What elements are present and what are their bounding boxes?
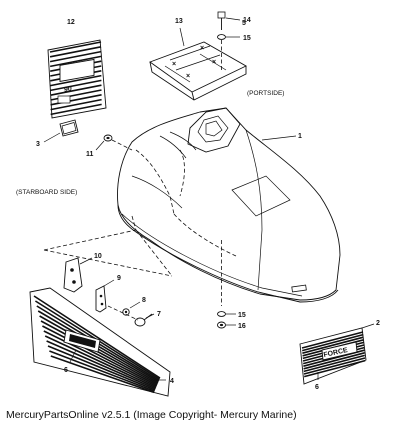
- decal-stripe: [303, 357, 366, 375]
- clip-9: [95, 279, 115, 313]
- callout-12: 12: [67, 19, 75, 26]
- callout-15-top: 15: [243, 35, 251, 42]
- label-portside: (PORTSIDE): [247, 90, 284, 97]
- decal-4: [29, 287, 171, 397]
- callout-2: 2: [376, 320, 380, 327]
- callout-7: 7: [157, 311, 161, 318]
- callout-11: 11: [86, 151, 94, 158]
- callout-14: 14: [243, 17, 251, 24]
- decal-stripe: [49, 350, 155, 392]
- bracket-10: [63, 257, 93, 293]
- decal-stripe: [302, 336, 364, 354]
- decal-stripe: [303, 359, 366, 378]
- decal-stripe: [49, 50, 102, 63]
- decal-stripe: [46, 340, 156, 390]
- decal-stripe: [40, 320, 158, 385]
- callout-15-bottom: 15: [238, 312, 246, 319]
- decal-stripe: [43, 330, 157, 388]
- decal-stripe: [50, 84, 102, 96]
- decal-2: FORCE: [299, 323, 375, 385]
- callout-8: 8: [142, 297, 146, 304]
- decal-stripe: [47, 345, 156, 391]
- plate-3: [43, 119, 79, 143]
- decal-12: 90: [47, 39, 107, 119]
- decal-stripe: [49, 55, 102, 68]
- callout-5: 5: [242, 20, 246, 27]
- decal-12-text: 90: [64, 86, 72, 94]
- decal-stripe: [301, 331, 364, 349]
- washer-15-bottom: [217, 311, 236, 317]
- decal-stripe: [50, 79, 102, 92]
- callout-1: 1: [298, 133, 302, 140]
- top-cover-13: × × × ×: [149, 27, 247, 101]
- decal-stripe: [49, 41, 102, 53]
- decal-stripe: [50, 103, 102, 116]
- svg-text:×: ×: [186, 73, 190, 80]
- image-caption: MercuryPartsOnline v2.5.1 (Image Copyrig…: [6, 409, 297, 421]
- callout-16: 16: [238, 323, 246, 330]
- svg-text:×: ×: [212, 59, 216, 66]
- callout-10: 10: [94, 253, 102, 260]
- svg-text:×: ×: [172, 61, 176, 68]
- decal-stripe: [42, 325, 158, 386]
- decal-stripe: [50, 74, 102, 87]
- decal-stripe: [301, 333, 364, 352]
- cowl-1: [117, 107, 341, 303]
- decal-stripe: [50, 98, 102, 111]
- decal-stripe: [50, 355, 155, 394]
- grommet-11: [95, 134, 133, 151]
- washer-15-top: [217, 34, 240, 40]
- projection-lines: [43, 215, 173, 277]
- svg-text:×: ×: [200, 45, 204, 52]
- callout-3: 3: [36, 141, 40, 148]
- callout-6-starboard: 6: [64, 367, 68, 374]
- nut-8: [122, 301, 141, 316]
- callout-4: 4: [170, 378, 174, 385]
- decal-stripe: [33, 295, 161, 379]
- callout-6-portside: 6: [315, 384, 319, 391]
- decal-stripe: [303, 354, 366, 373]
- decal-stripe: [303, 352, 365, 370]
- decal-stripe: [44, 335, 157, 389]
- label-starboard-side: (STARBOARD SIDE): [16, 189, 77, 196]
- callout-9: 9: [117, 275, 121, 282]
- callout-13: 13: [175, 18, 183, 25]
- screw-14: [217, 11, 241, 30]
- grommet-16: [217, 321, 236, 329]
- decal-stripe: [49, 46, 102, 58]
